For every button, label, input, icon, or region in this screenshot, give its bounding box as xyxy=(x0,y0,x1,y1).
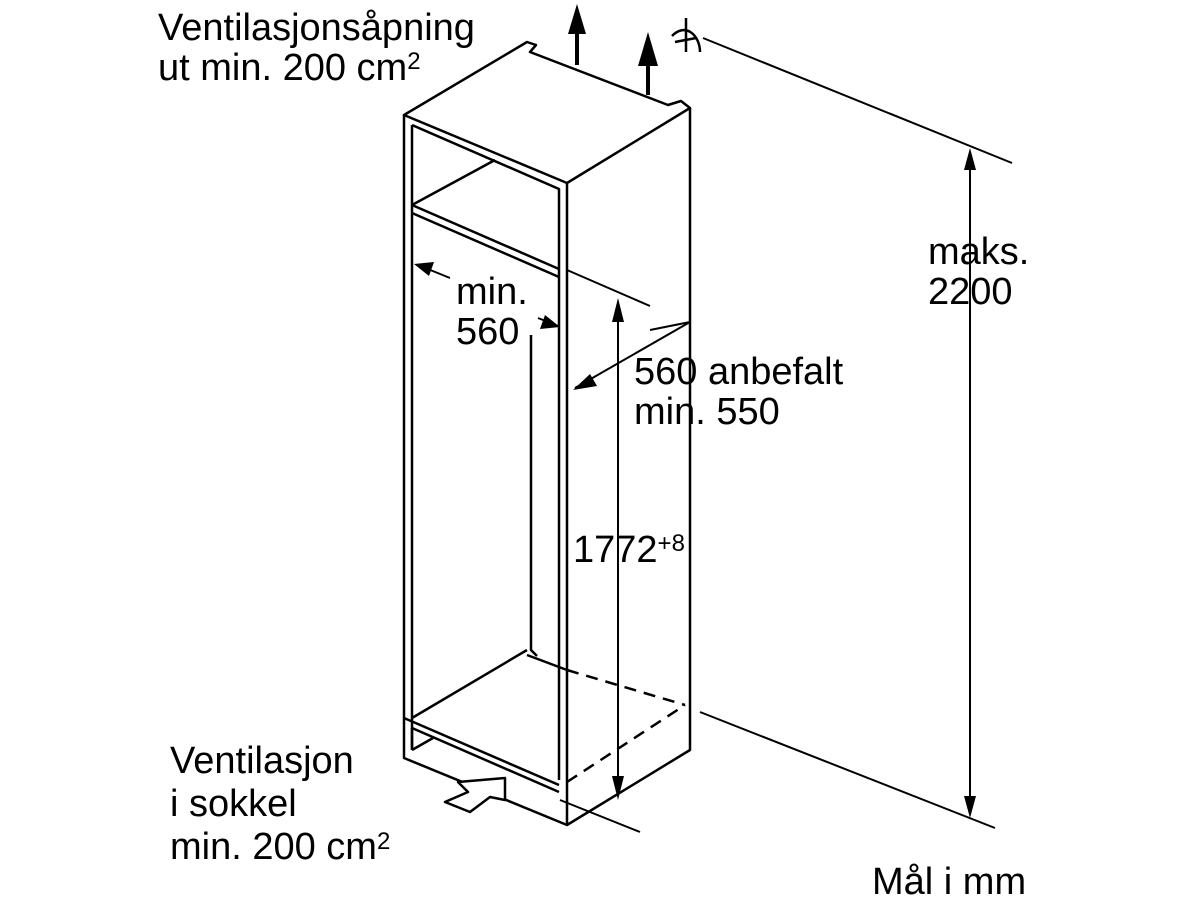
depth-line1: 560 anbefalt xyxy=(634,351,844,393)
vent-bottom-label: Ventilasjon i sokkel min. 200 cm2 xyxy=(170,740,390,869)
min-width-line1: min. xyxy=(456,271,528,313)
plinth-air-arrow xyxy=(443,776,507,814)
inner-back-edge xyxy=(529,335,538,657)
height-value: 1772 xyxy=(573,529,658,571)
vent-arrow-1-shaft xyxy=(575,25,579,65)
max-height-line1: maks. xyxy=(928,231,1030,273)
min-width-line2: 560 xyxy=(456,311,520,353)
max-height-label: maks. 2200 xyxy=(928,232,1029,312)
max-height-arrow-bottom xyxy=(964,796,976,818)
top-shelf xyxy=(411,203,560,279)
bottom-floor xyxy=(403,648,568,794)
vent-top-superscript: 2 xyxy=(407,48,421,75)
height-tolerance: +8 xyxy=(657,530,685,557)
width-arrow-left xyxy=(414,262,434,276)
vent-arrow-1-head xyxy=(568,4,586,34)
vent-bottom-superscript: 2 xyxy=(376,828,391,855)
height-dim-line xyxy=(559,269,651,833)
height-arrow-top xyxy=(612,298,624,322)
max-height-extension-lines xyxy=(699,37,1013,829)
vent-top-label: Ventilasjonsåpning ut min. 200 cm2 xyxy=(158,8,475,88)
hidden-edges xyxy=(566,668,686,784)
vent-arrow-2-head xyxy=(638,32,658,66)
vent-top-line2: ut min. 200 cm2 xyxy=(158,48,475,88)
vent-bottom-line3: min. 200 cm2 xyxy=(170,826,390,869)
vent-top-line2-text: ut min. 200 cm xyxy=(158,47,408,89)
vent-bottom-line1: Ventilasjon xyxy=(170,740,354,782)
height-label: 1772+8 xyxy=(573,530,685,570)
top-back-edge xyxy=(411,158,496,207)
pivot-symbol xyxy=(671,18,702,53)
vent-bottom-line2: i sokkel xyxy=(170,783,297,825)
min-width-label: min. 560 xyxy=(456,272,528,352)
depth-arrow xyxy=(573,374,597,390)
width-arrow-right xyxy=(540,315,560,329)
cabinet-front-inner xyxy=(410,123,561,780)
vent-top-line1: Ventilasjonsåpning xyxy=(158,7,475,49)
height-arrow-bottom xyxy=(612,776,624,800)
max-height-arrow-top xyxy=(964,148,976,170)
cabinet-right-side xyxy=(566,108,692,827)
vent-arrows xyxy=(568,4,658,95)
depth-line2: min. 550 xyxy=(634,391,780,433)
units-label: Mål i mm xyxy=(872,861,1027,900)
depth-label: 560 anbefalt min. 550 xyxy=(634,352,843,432)
vent-bottom-line3-text: min. 200 cm xyxy=(170,826,377,868)
depth-dim-line xyxy=(574,321,691,389)
vent-arrow-2-shaft xyxy=(646,50,650,95)
cabinet-top xyxy=(402,40,692,185)
max-height-line2: 2200 xyxy=(928,271,1013,313)
